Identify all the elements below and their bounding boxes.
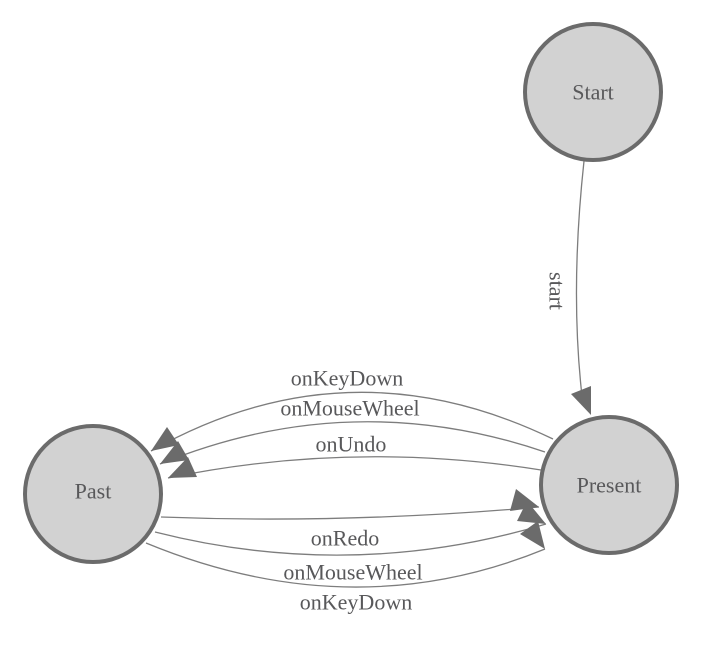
edge-present-to-past-onmousewheel: onMouseWheel [159, 396, 546, 465]
edge-path-present-to-past-onkeydown [150, 391, 554, 452]
arrowhead-present-to-past-onkeydown [151, 427, 179, 451]
edge-present-to-past-onundo: onUndo [167, 432, 542, 479]
edge-path-past-to-present-onkeydown [145, 542, 546, 588]
arrowhead-present-to-past-onundo [168, 457, 197, 478]
edge-path-past-to-present-onredo [160, 506, 540, 520]
edge-path-start-to-present [575, 160, 585, 397]
edge-present-to-past-onkeydown: onKeyDown [150, 366, 554, 452]
edge-label-onundo: onUndo [316, 432, 387, 457]
edge-label-onkeydown-bottom: onKeyDown [300, 590, 412, 615]
edge-past-to-present-onkeydown: onKeyDown [145, 521, 546, 615]
state-label-present: Present [577, 473, 642, 498]
state-node-past[interactable]: Past [23, 424, 163, 564]
arrowhead-past-to-present-onredo [510, 489, 539, 511]
edge-label-onmousewheel-bottom: onMouseWheel [283, 560, 422, 585]
edge-label-onredo: onRedo [311, 526, 379, 551]
edge-path-present-to-past-onundo [167, 456, 542, 479]
state-label-past: Past [75, 479, 112, 504]
edge-start-to-present: start [545, 160, 591, 415]
arrowhead-past-to-present-onkeydown [520, 521, 545, 549]
state-node-present[interactable]: Present [539, 415, 679, 555]
arrowhead-start-to-present [571, 386, 591, 415]
edge-path-present-to-past-onmousewheel [159, 421, 546, 465]
arrowhead-past-to-present-onmousewheel [517, 501, 546, 524]
state-circle-start[interactable] [523, 22, 663, 162]
state-node-start[interactable]: Start [523, 22, 663, 162]
edge-label-onkeydown-top: onKeyDown [291, 366, 403, 391]
edge-label-start: start [545, 272, 570, 310]
edge-past-to-present-onredo: onRedo [160, 489, 540, 551]
edge-label-onmousewheel-top: onMouseWheel [280, 396, 419, 421]
state-label-start: Start [572, 80, 614, 105]
state-circle-past[interactable] [23, 424, 163, 564]
edge-past-to-present-onmousewheel: onMouseWheel [154, 501, 547, 585]
arrowhead-present-to-past-onmousewheel [160, 441, 189, 464]
edge-path-past-to-present-onmousewheel [154, 523, 547, 556]
state-circle-present[interactable] [539, 415, 679, 555]
